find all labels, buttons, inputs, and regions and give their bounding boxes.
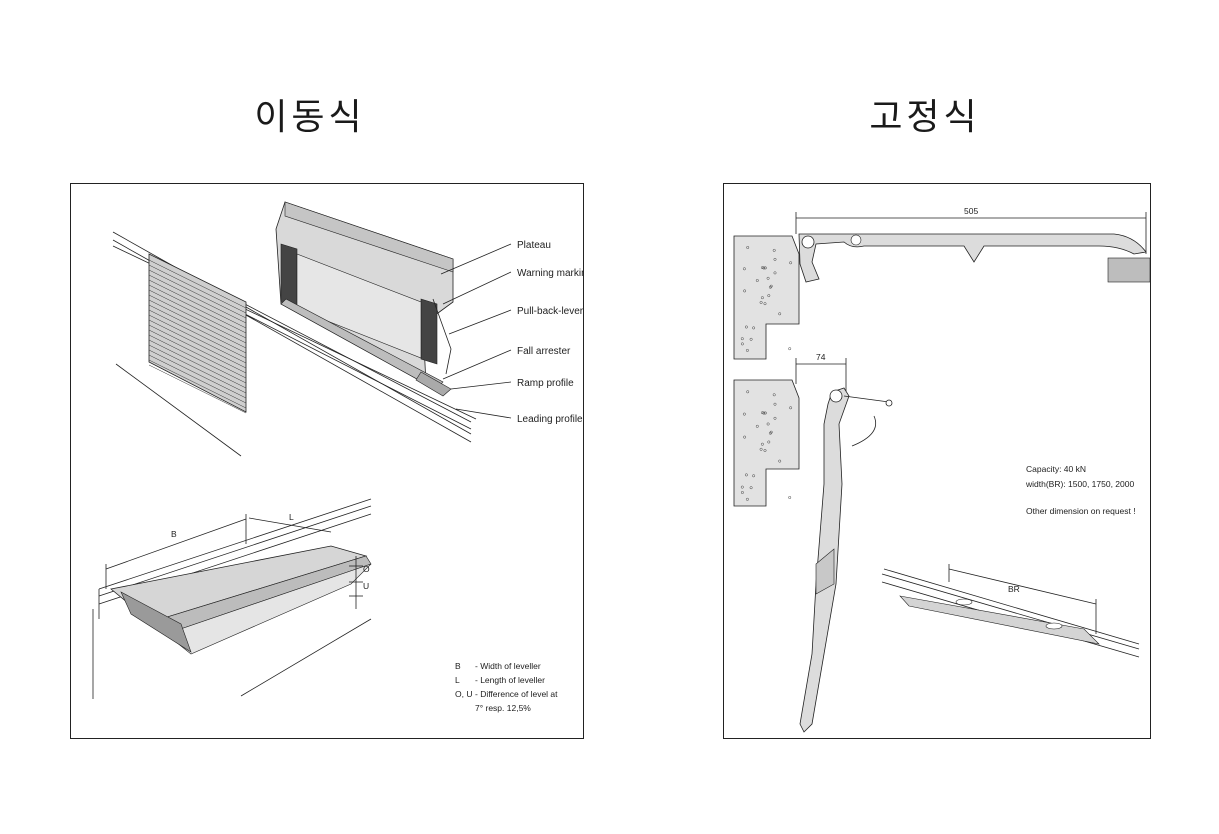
callout-labels: Plateau Warning marking Pull-back-lever … xyxy=(517,240,583,425)
plateau-plate xyxy=(275,201,454,397)
legend-text-3: 7° resp. 12,5% xyxy=(475,703,531,713)
dim-label-l: L xyxy=(289,512,294,522)
callout-fall-arrester: Fall arrester xyxy=(517,346,571,357)
spec-width: width(BR): 1500, 1750, 2000 xyxy=(1025,479,1134,489)
dimension-74: 74 xyxy=(795,352,847,394)
corrugated-plate xyxy=(148,253,247,414)
fixed-leveller-panel: 505 74 xyxy=(723,183,1151,739)
lower-leveller-drawing: B L O U xyxy=(92,498,372,699)
callout-leading-profile: Leading profile xyxy=(517,414,583,425)
spec-other: Other dimension on request ! xyxy=(1026,506,1136,516)
fixed-leveller-drawing: 505 74 xyxy=(733,206,1150,733)
legend-key-0: B xyxy=(455,661,461,671)
callout-leaders xyxy=(440,243,512,419)
dim-label-u: U xyxy=(363,581,369,591)
dim-505-label: 505 xyxy=(964,206,978,216)
callout-pull-back-lever: Pull-back-lever xyxy=(517,306,583,317)
spec-capacity: Capacity: 40 kN xyxy=(1026,464,1086,474)
dim-label-b: B xyxy=(171,529,177,539)
heading-mobile: 이동식 xyxy=(254,97,366,138)
callout-plateau: Plateau xyxy=(517,240,551,251)
mobile-leveller-panel: Plateau Warning marking Pull-back-lever … xyxy=(70,183,584,739)
concrete-block-upper xyxy=(733,235,800,360)
heading-fixed: 고정식 xyxy=(869,97,981,138)
dim-74-label: 74 xyxy=(816,352,826,362)
concrete-block-lower xyxy=(733,379,800,507)
leveller-profile-flat xyxy=(798,233,1147,283)
legend-key-2: O, U xyxy=(455,689,472,699)
end-block xyxy=(1107,257,1150,283)
dim-label-o: O xyxy=(363,564,370,574)
mobile-leveller-drawing: Plateau Warning marking Pull-back-lever … xyxy=(92,201,583,713)
dimension-505: 505 xyxy=(795,206,1147,254)
callout-ramp-profile: Ramp profile xyxy=(517,378,574,389)
legend: B - Width of leveller L - Length of leve… xyxy=(455,661,558,713)
legend-key-1: L xyxy=(455,675,460,685)
legend-text-2: - Difference of level at xyxy=(475,689,558,699)
legend-text-0: - Width of leveller xyxy=(475,661,541,671)
plate-perspective: BR xyxy=(881,564,1140,658)
specs: Capacity: 40 kN width(BR): 1500, 1750, 2… xyxy=(1025,464,1136,516)
leveller-profile-folded xyxy=(799,387,893,733)
dim-br-label: BR xyxy=(1008,584,1020,594)
legend-text-1: - Length of leveller xyxy=(475,675,545,685)
callout-warning-marking: Warning marking xyxy=(517,268,583,279)
